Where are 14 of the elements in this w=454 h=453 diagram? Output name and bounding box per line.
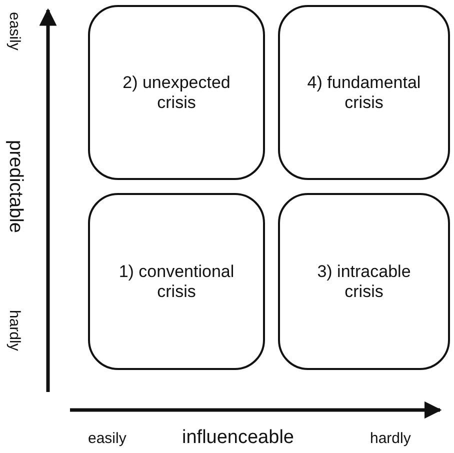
quadrant-box [88,5,265,180]
quadrant-box [88,193,265,370]
axis-end-label: hardly [6,310,23,351]
quadrant-label: 4) fundamental crisis [306,72,422,112]
quadrant-label: 3) intracable crisis [316,262,412,302]
quadrant-box [278,193,450,370]
quadrant-label: 1) conventional crisis [118,262,236,302]
quadrant-label: 2) unexpected crisis [122,72,232,112]
axis-title: predictable [4,140,26,233]
axis-end-label: easily [6,12,23,50]
quadrant-box [278,5,450,180]
axis-end-label: hardly [370,430,411,447]
axis-title: influenceable [182,427,294,449]
axis-end-label: easily [88,430,126,447]
